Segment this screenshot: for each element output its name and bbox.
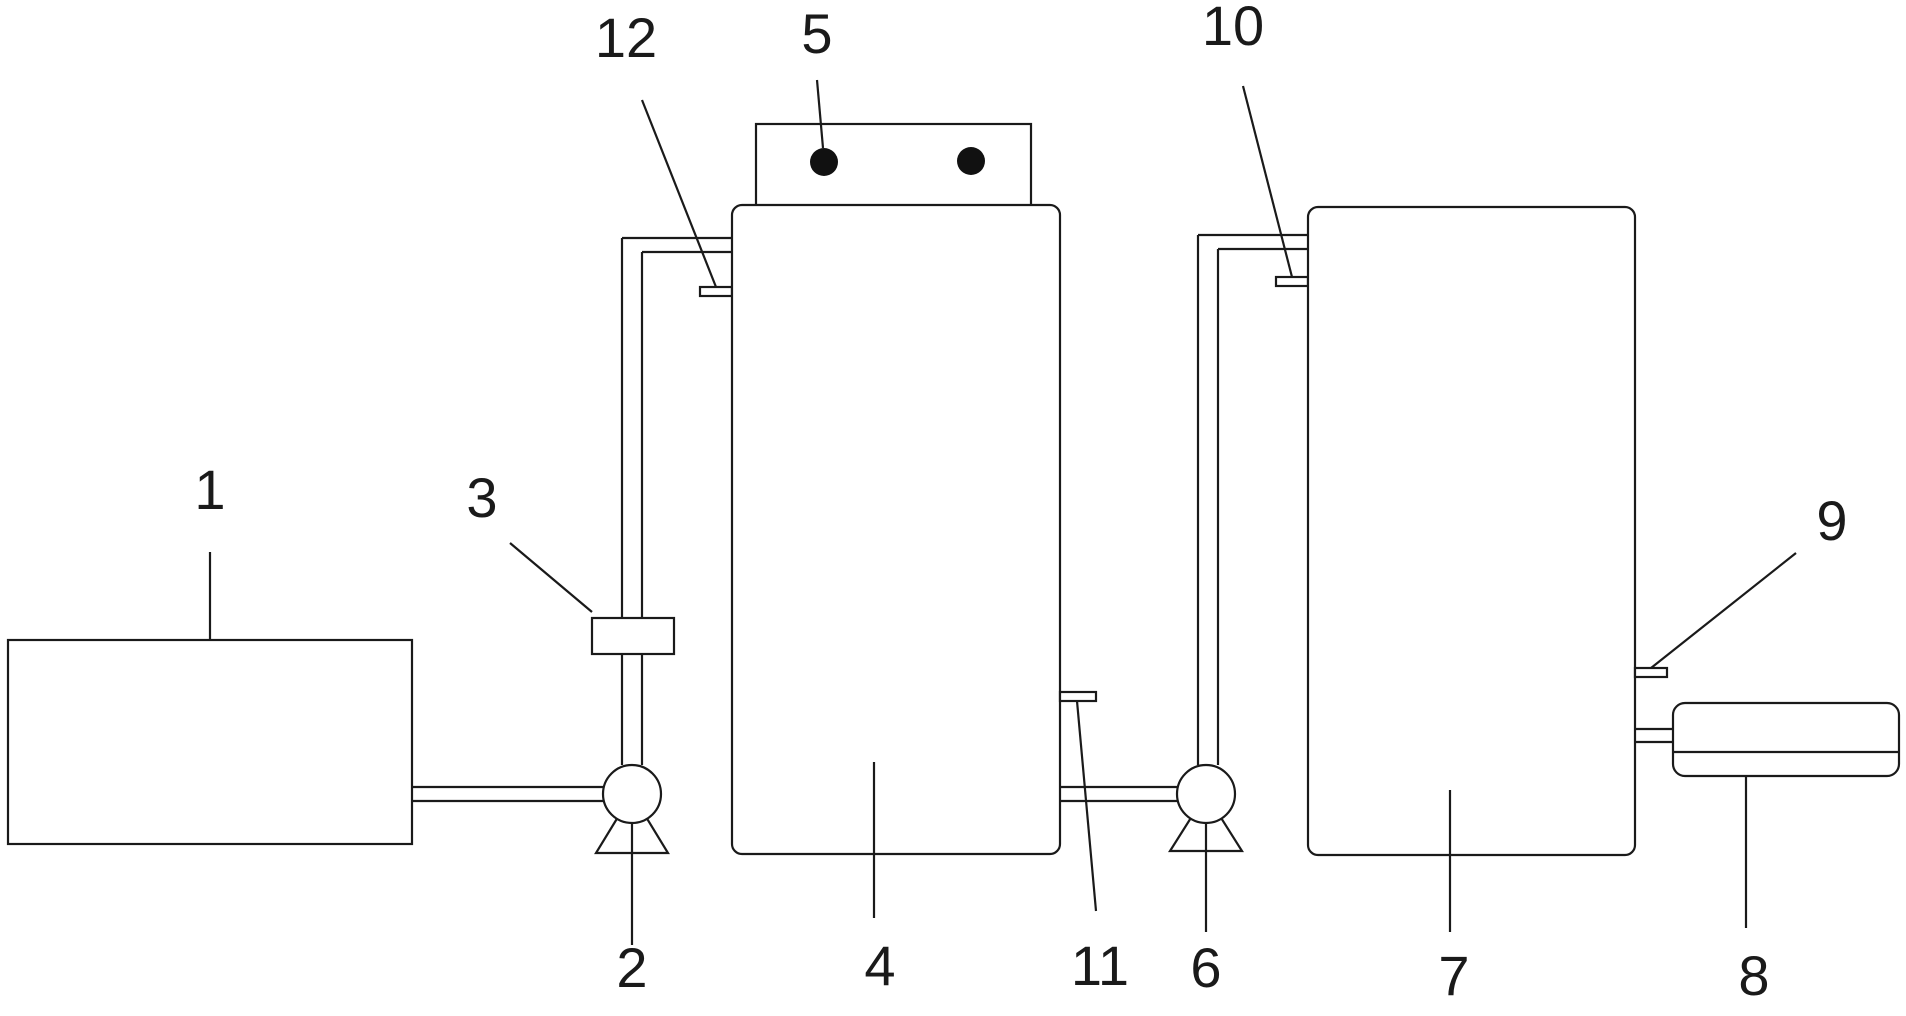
leader-line-10 bbox=[1241, 85, 1294, 278]
callout-label-2: 2 bbox=[616, 936, 647, 999]
leader-line-5 bbox=[815, 79, 825, 149]
component-6-pump bbox=[1175, 763, 1237, 825]
component-10-inlet-nozzle bbox=[1274, 275, 1310, 288]
callout-label-10: 10 bbox=[1202, 0, 1264, 57]
leader-line-12 bbox=[640, 99, 718, 288]
callout-label-5: 5 bbox=[801, 2, 832, 65]
callout-label-7: 7 bbox=[1438, 944, 1469, 1007]
callout-label-11: 11 bbox=[1071, 934, 1129, 997]
component-7-second-tank bbox=[1306, 205, 1637, 857]
component-8-cartridge bbox=[1671, 701, 1901, 778]
leader-line-9 bbox=[1650, 552, 1797, 669]
leader-line-11 bbox=[1075, 700, 1098, 912]
callout-label-1: 1 bbox=[194, 458, 225, 521]
callout-label-12: 12 bbox=[595, 6, 657, 69]
component-3-flow-meter bbox=[590, 616, 676, 656]
callout-label-6: 6 bbox=[1190, 936, 1221, 999]
callout-label-9: 9 bbox=[1816, 489, 1847, 552]
callout-label-4: 4 bbox=[864, 934, 895, 997]
component-9-side-nozzle bbox=[1633, 666, 1669, 679]
top-unit-indicator-left bbox=[810, 148, 838, 176]
callout-label-8: 8 bbox=[1738, 944, 1769, 1007]
component-5-top-unit bbox=[754, 122, 1033, 208]
top-unit-indicator-right bbox=[957, 147, 985, 175]
component-2-pump bbox=[601, 763, 663, 825]
callout-label-3: 3 bbox=[466, 466, 497, 529]
component-1-source-tank bbox=[6, 638, 414, 846]
component-4-main-tank bbox=[730, 203, 1062, 856]
component-11-outlet-nozzle bbox=[1058, 690, 1098, 703]
leader-line-3 bbox=[509, 542, 593, 613]
component-12-inlet-nozzle bbox=[698, 285, 734, 298]
